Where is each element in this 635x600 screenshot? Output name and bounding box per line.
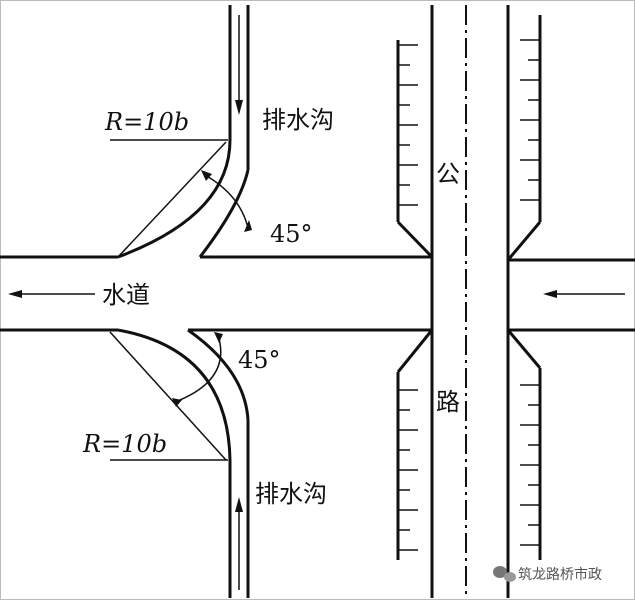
drain-ditch-bottom [109,328,250,598]
radius-label-bottom: R=10b [82,430,167,458]
watermark: 筑龙路桥市政 [493,566,602,583]
watermark-text: 筑龙路桥市政 [518,566,602,583]
drain-ditch-top [110,5,252,259]
angle-label-bottom: 45° [238,346,281,374]
waterway-flow-arrow-left [8,290,95,298]
drain-label-bottom: 排水沟 [255,480,327,508]
slope-hatch-left [398,44,418,551]
radius-label-top: R=10b [104,108,189,136]
angle-label-top: 45° [270,220,313,248]
waterway-channel [0,255,635,332]
waterway-label: 水道 [102,281,150,309]
road-label-lu: 路 [436,388,460,416]
road-culvert [396,5,542,598]
drain-label-top: 排水沟 [262,106,334,134]
waterway-flow-arrow-inlet [543,290,625,298]
slope-hatch-right [520,39,540,546]
road-label-gong: 公 [436,160,460,188]
wechat-icon [493,566,516,582]
